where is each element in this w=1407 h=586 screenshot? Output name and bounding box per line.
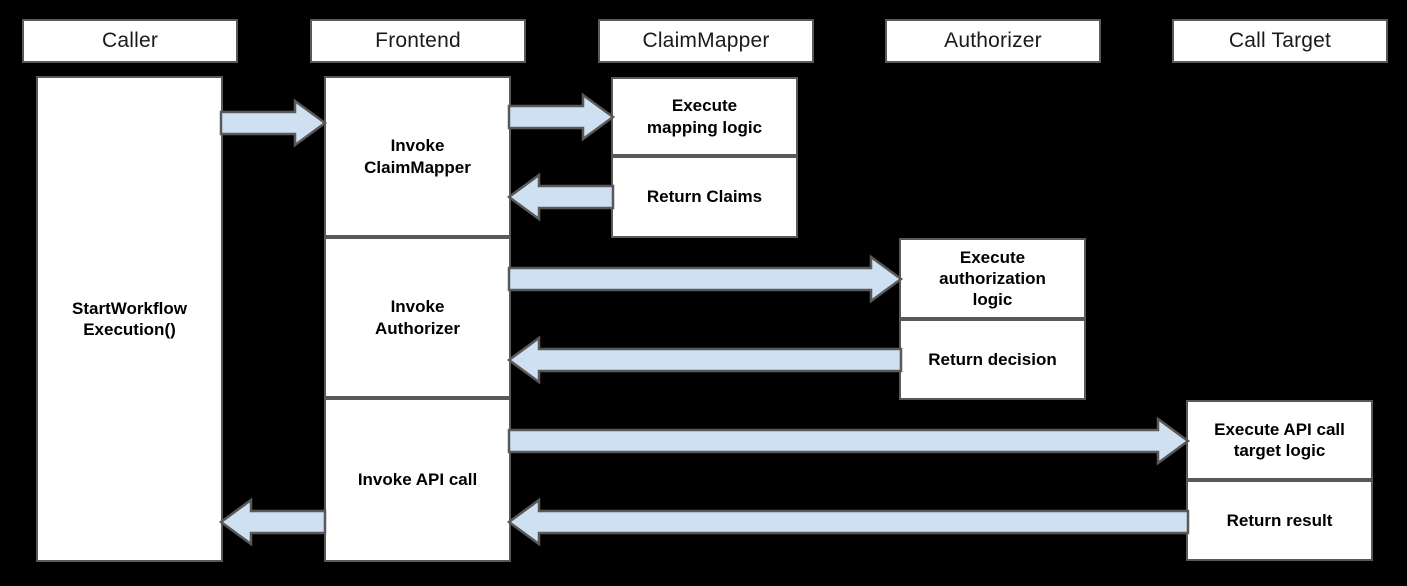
activation-claimmapper-execute-mapping-logic-label: Execute mapping logic <box>646 96 763 137</box>
lifeline-header-authorizer-label: Authorizer <box>944 29 1042 52</box>
activation-claimmapper-return-claims: Return Claims <box>611 156 798 238</box>
activation-calltarget-return-result-label: Return result <box>1226 510 1333 530</box>
activation-frontend-invoke-authorizer-label: Invoke Authorizer <box>375 297 460 338</box>
lifeline-header-caller-label: Caller <box>101 29 159 52</box>
lifeline-header-claimmapper-label: ClaimMapper <box>642 29 770 52</box>
activation-authorizer-execute-authorization-logic: Execute authorization logic <box>899 238 1086 319</box>
lifeline-header-calltarget: Call Target <box>1172 19 1388 63</box>
activation-authorizer-return-decision-label: Return decision <box>928 349 1057 369</box>
message-arrow-frontend-to-calltarget <box>507 416 1191 466</box>
lifeline-header-claimmapper: ClaimMapper <box>598 19 814 63</box>
activation-frontend-invoke-claimmapper-label: Invoke ClaimMapper <box>364 136 471 177</box>
lifeline-header-frontend: Frontend <box>310 19 526 63</box>
message-arrow-caller-to-frontend <box>219 98 328 148</box>
activation-calltarget-return-result: Return result <box>1186 480 1373 561</box>
lifeline-header-calltarget-label: Call Target <box>1228 29 1332 52</box>
message-arrow-calltarget-to-frontend <box>506 497 1190 547</box>
message-arrow-frontend-to-claimmapper <box>507 92 616 142</box>
activation-calltarget-execute-api-call-target-logic: Execute API call target logic <box>1186 400 1373 480</box>
activation-frontend-invoke-claimmapper: Invoke ClaimMapper <box>324 76 511 237</box>
lifeline-header-caller: Caller <box>22 19 238 63</box>
activation-frontend-invoke-authorizer: Invoke Authorizer <box>324 237 511 398</box>
message-arrow-frontend-to-caller <box>218 497 327 547</box>
activation-caller-start-workflow: StartWorkflow Execution() <box>36 76 223 562</box>
message-arrow-claimmapper-to-frontend <box>506 172 615 222</box>
activation-authorizer-execute-authorization-logic-label: Execute authorization logic <box>939 247 1046 310</box>
activation-frontend-invoke-api-call: Invoke API call <box>324 398 511 562</box>
activation-frontend-invoke-api-call-label: Invoke API call <box>357 470 478 490</box>
activation-calltarget-execute-api-call-target-logic-label: Execute API call target logic <box>1214 419 1345 460</box>
activation-claimmapper-return-claims-label: Return Claims <box>646 187 763 207</box>
lifeline-header-frontend-label: Frontend <box>375 29 461 52</box>
lifeline-header-authorizer: Authorizer <box>885 19 1101 63</box>
activation-caller-start-workflow-label: StartWorkflow Execution() <box>72 298 187 339</box>
message-arrow-authorizer-to-frontend <box>506 335 903 385</box>
activation-authorizer-return-decision: Return decision <box>899 319 1086 400</box>
message-arrow-frontend-to-authorizer <box>507 254 904 304</box>
activation-claimmapper-execute-mapping-logic: Execute mapping logic <box>611 77 798 156</box>
